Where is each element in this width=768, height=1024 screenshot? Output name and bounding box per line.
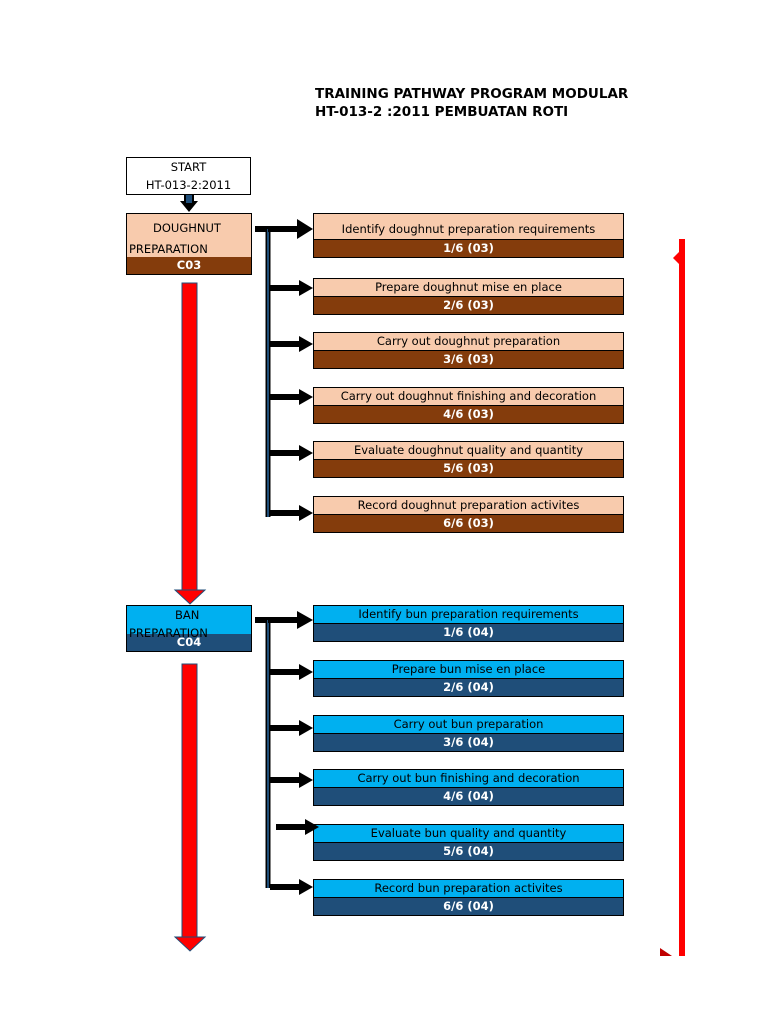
branch-arrow-icon — [270, 664, 313, 680]
task-box: Record doughnut preparation activites 6/… — [313, 496, 624, 533]
task-title: Record bun preparation activites — [314, 880, 623, 897]
task-box: Record bun preparation activites 6/6 (04… — [313, 879, 624, 916]
group-name-line-1: BAN — [175, 608, 200, 622]
task-box: Evaluate bun quality and quantity 5/6 (0… — [313, 824, 624, 861]
start-label: START — [170, 160, 207, 174]
bun-branch-arrows — [268, 611, 319, 895]
task-title: Identify doughnut preparation requiremen… — [314, 214, 623, 239]
doughnut-group-name: DOUGHNUT PREPARATION — [127, 214, 251, 257]
branch-arrow-icon — [270, 505, 313, 521]
task-box: Identify bun preparation requirements 1/… — [313, 605, 624, 642]
task-box: Evaluate doughnut quality and quantity 5… — [313, 441, 624, 478]
task-code: 5/6 (03) — [314, 459, 623, 477]
task-box: Carry out doughnut finishing and decorat… — [313, 387, 624, 424]
branch-arrow-icon — [270, 336, 313, 352]
branch-arrow-icon — [270, 879, 313, 895]
branch-arrow-icon — [268, 611, 313, 629]
flow-arrow-right-side-icon — [660, 239, 685, 956]
start-code: HT-013-2:2011 — [145, 178, 232, 192]
group-name-line-2: PREPARATION — [129, 626, 208, 640]
task-title: Evaluate doughnut quality and quantity — [314, 442, 623, 459]
group-code: C03 — [127, 257, 251, 274]
task-code: 1/6 (03) — [314, 239, 623, 257]
branch-arrow-icon — [270, 720, 313, 736]
task-box: Carry out doughnut preparation 3/6 (03) — [313, 332, 624, 369]
bun-bracket — [255, 617, 271, 888]
task-title: Carry out bun finishing and decoration — [314, 770, 623, 787]
branch-arrow-icon — [270, 389, 313, 405]
branch-arrow-icon — [276, 819, 319, 835]
task-title: Carry out doughnut finishing and decorat… — [314, 388, 623, 405]
start-down-arrow-icon — [180, 194, 198, 212]
group-name-line-1: DOUGHNUT — [153, 221, 221, 235]
task-box: Prepare bun mise en place 2/6 (04) — [313, 660, 624, 697]
task-code: 2/6 (04) — [314, 678, 623, 696]
group-name-line-2: PREPARATION — [129, 242, 208, 256]
task-box: Identify doughnut preparation requiremen… — [313, 213, 624, 258]
task-code: 2/6 (03) — [314, 296, 623, 314]
title-line-2: HT-013-2 :2011 PEMBUATAN ROTI — [315, 104, 569, 120]
task-title: Prepare doughnut mise en place — [314, 279, 623, 296]
doughnut-branch-arrows — [268, 219, 313, 521]
flow-arrow-down-icon — [173, 282, 207, 605]
task-code: 3/6 (04) — [314, 733, 623, 751]
task-title: Evaluate bun quality and quantity — [314, 825, 623, 842]
task-code: 4/6 (04) — [314, 787, 623, 805]
task-code: 6/6 (04) — [314, 897, 623, 915]
task-title: Identify bun preparation requirements — [314, 606, 623, 623]
task-code: 4/6 (03) — [314, 405, 623, 423]
doughnut-group-box: DOUGHNUT PREPARATION C03 — [126, 213, 252, 275]
task-title: Record doughnut preparation activites — [314, 497, 623, 514]
task-code: 5/6 (04) — [314, 842, 623, 860]
bun-group-box: BAN PREPARATION C04 — [126, 605, 252, 652]
branch-arrow-icon — [270, 772, 313, 788]
branch-arrow-icon — [270, 445, 313, 461]
task-box: Carry out bun preparation 3/6 (04) — [313, 715, 624, 752]
group-code: C04 — [127, 634, 251, 651]
flow-arrow-down-icon — [173, 663, 207, 952]
branch-arrow-icon — [268, 219, 313, 239]
branch-arrow-icon — [270, 280, 313, 296]
task-title: Prepare bun mise en place — [314, 661, 623, 678]
doughnut-bracket — [255, 226, 271, 517]
task-box: Prepare doughnut mise en place 2/6 (03) — [313, 278, 624, 315]
bun-group-name: BAN PREPARATION — [127, 606, 251, 640]
task-title: Carry out doughnut preparation — [314, 333, 623, 350]
title-line-1: TRAINING PATHWAY PROGRAM MODULAR — [315, 86, 629, 102]
task-code: 3/6 (03) — [314, 350, 623, 368]
task-box: Carry out bun finishing and decoration 4… — [313, 769, 624, 806]
task-title: Carry out bun preparation — [314, 716, 623, 733]
start-box: START HT-013-2:2011 — [126, 157, 251, 195]
task-code: 1/6 (04) — [314, 623, 623, 641]
task-code: 6/6 (03) — [314, 514, 623, 532]
